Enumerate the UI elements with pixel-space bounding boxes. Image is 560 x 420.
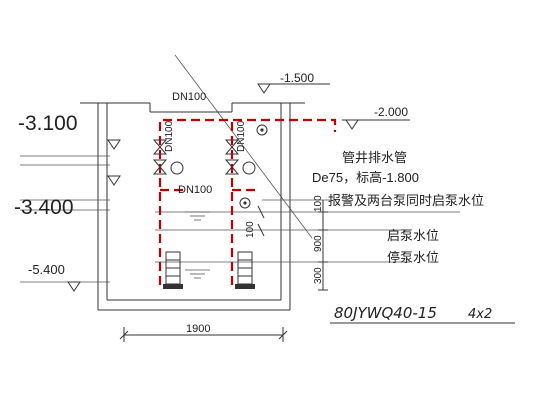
drain-pipe-marker-2 <box>239 197 251 209</box>
elevation-label-left-upper: -3.100 <box>18 112 78 135</box>
dimension-300-label: 300 <box>313 267 324 284</box>
tick-markers <box>257 205 265 237</box>
elevation-label-overflow: -2.000 <box>374 105 408 119</box>
pipe-label-dn-top: DN100 <box>172 91 206 103</box>
check-valve-1 <box>152 159 168 175</box>
elevation-marker-overflow <box>342 119 410 130</box>
dimension-100b-label: 100 <box>245 221 256 238</box>
elevation-label-left-low: -5.400 <box>28 262 65 277</box>
dimension-100-label: 100 <box>313 195 324 212</box>
stop-pump-level-label: 停泵水位 <box>387 250 439 266</box>
alarm-water-level-label: 报警及两台泵同时启泵水位 <box>328 193 484 209</box>
elevation-label-top-right: -1.500 <box>280 71 314 85</box>
elevation-marker-left-upper <box>107 139 121 150</box>
pipe-label-dn-vertical-2: DN100 <box>236 120 247 152</box>
start-pump-level-label: 启泵水位 <box>387 229 439 244</box>
level-switch-2 <box>242 161 256 175</box>
level-switch-1 <box>170 161 184 175</box>
dimension-width <box>119 327 288 342</box>
shaft-drain-spec: De75，标高-1.800 <box>312 170 419 185</box>
dimension-900-label: 900 <box>313 235 324 252</box>
dimension-vertical <box>318 200 328 291</box>
submersible-pump-2 <box>235 251 255 289</box>
dimension-width-label: 1900 <box>186 323 210 335</box>
pump-model-label: 80JYWQ40-15 <box>334 304 437 322</box>
water-level-lines <box>20 155 460 283</box>
pipe-runs <box>158 118 337 285</box>
gate-valve-2 <box>224 139 240 155</box>
shaft-drain-title: 管井排水管 <box>342 151 407 166</box>
pipe-label-dn-horizontal: DN100 <box>178 184 212 196</box>
pump-1-riser-pipe <box>158 118 337 285</box>
elevation-label-left-mid: -3.400 <box>14 196 74 219</box>
submersible-pump-1 <box>163 251 183 289</box>
drain-pipe-marker-1 <box>256 124 268 136</box>
water-surface-symbols <box>185 211 210 279</box>
pit-walls <box>80 102 305 311</box>
gate-valve-1 <box>152 139 168 155</box>
elevation-marker-left-low <box>67 281 81 292</box>
pipe-label-dn-vertical-1: DN100 <box>164 120 175 152</box>
elevation-marker-top-right <box>257 83 330 94</box>
diagonal-leader-line <box>174 54 313 239</box>
elevation-marker-left-mid <box>107 175 121 186</box>
check-valve-2 <box>224 159 240 175</box>
pump-count-label: 4x2 <box>468 307 492 322</box>
